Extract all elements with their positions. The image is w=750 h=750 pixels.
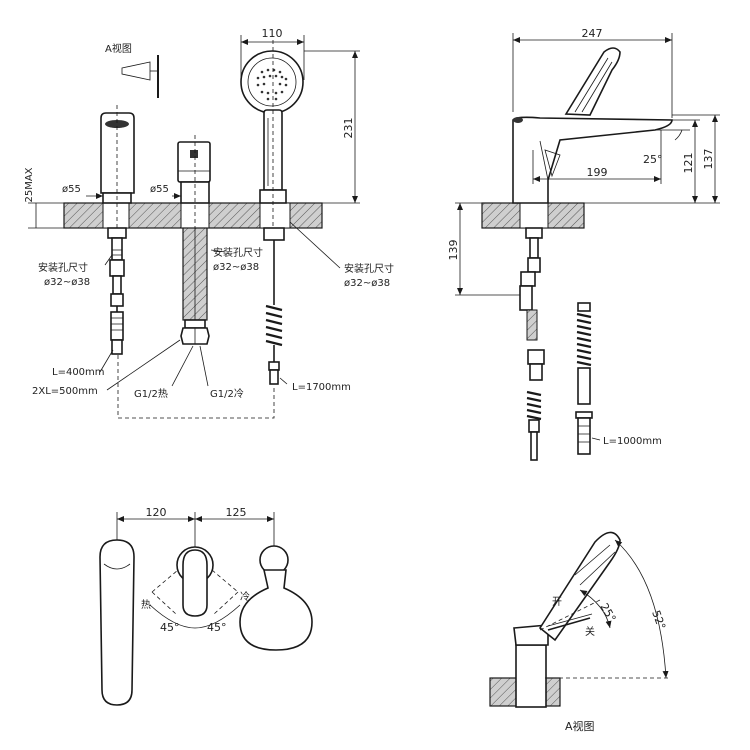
side-view: 247 199 121 137 25° 139 (447, 27, 720, 461)
dim-handshower-width: 110 (262, 27, 283, 40)
a-view-label-close: 关 (585, 625, 595, 638)
dim-below-deck: 139 (447, 240, 460, 261)
a-view-body (515, 644, 547, 708)
dim-height-137: 137 (702, 149, 715, 170)
hose-length-long: L=1700mm (292, 382, 351, 393)
a-view-angle-large: 52° (649, 609, 668, 632)
dashed-connection-path (117, 355, 275, 419)
spray-holes (256, 68, 288, 101)
side-loose-hose (575, 302, 593, 455)
hole-size-range-left: ø32~ø38 (44, 277, 90, 288)
dim-spout-angle: 25° (643, 153, 663, 166)
a-view-label-open: 开 (552, 597, 562, 608)
hole-right (259, 202, 291, 229)
dim-deck-max: 25MAX (24, 167, 35, 202)
top-view: 120 125 热 冷 45° 45° (99, 506, 313, 706)
front-view-label: A视图 (105, 42, 132, 55)
side-handshower-lever (564, 47, 621, 116)
connection-cold: G1/2冷 (210, 387, 244, 400)
handshower-hose (263, 227, 285, 385)
hose-length-pair: 2XL=500mm (32, 386, 98, 397)
hole-size-range-middle: ø32~ø38 (213, 262, 259, 273)
top-label-hot: 热 (141, 598, 151, 611)
dim-spacing-right: 125 (226, 506, 247, 519)
dim-spacing-left: 120 (146, 506, 167, 519)
front-view: A视图 (24, 27, 394, 419)
a-view-caption: A视图 (565, 719, 595, 733)
a-view: 开 关 25° 52° A视图 (489, 531, 669, 733)
dim-handshower-height: 231 (342, 118, 355, 139)
hand-shower (240, 40, 304, 240)
dim-spout-diameter: ø55 (62, 184, 81, 195)
view-direction-arrow-icon (121, 55, 159, 98)
spout-hose-assembly (107, 227, 127, 355)
hose-length-short: L=400mm (52, 367, 105, 378)
valve-braided-hoses (180, 227, 210, 345)
top-label-cold: 冷 (240, 590, 250, 603)
top-spout (99, 539, 135, 706)
dim-overall-length: 247 (582, 27, 603, 40)
dim-valve-diameter: ø55 (150, 184, 169, 195)
hole-size-range-right: ø32~ø38 (344, 278, 390, 289)
hole-size-label-right: 安装孔尺寸 (344, 262, 394, 275)
connection-hot: G1/2热 (134, 387, 168, 400)
top-angle-right: 45° (207, 621, 227, 634)
spout-body (100, 105, 135, 240)
hole-left (102, 202, 130, 229)
a-view-angle-small: 25° (597, 601, 618, 624)
hole-size-label-left: 安装孔尺寸 (38, 261, 88, 274)
dim-height-121: 121 (682, 153, 695, 174)
top-handshower-head (239, 569, 313, 651)
side-hose-length: L=1000mm (603, 436, 662, 447)
dim-reach: 199 (587, 166, 608, 179)
top-valve-handle (182, 549, 208, 617)
top-angle-left: 45° (160, 621, 180, 634)
hole-size-label-middle: 安装孔尺寸 (213, 246, 263, 259)
side-underdeck-parts (519, 227, 545, 461)
mixer-valve-body (177, 135, 211, 240)
